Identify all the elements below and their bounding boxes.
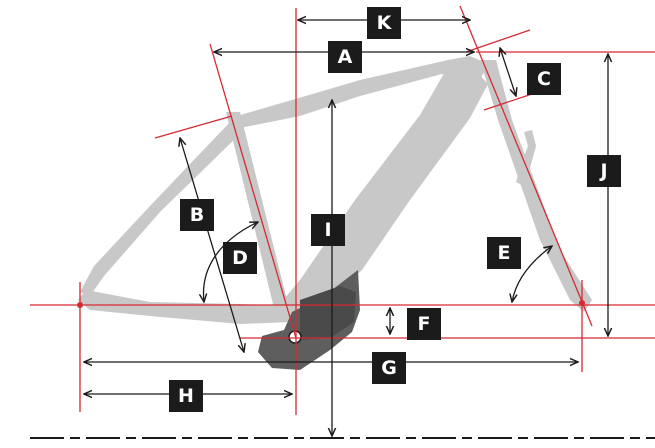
head-top-tick [465, 29, 531, 53]
svg-text:E: E [498, 242, 511, 264]
svg-text:C: C [537, 68, 551, 90]
svg-text:J: J [598, 160, 607, 182]
seat-stay [80, 120, 242, 296]
fork [480, 60, 592, 312]
dim-d [203, 222, 258, 302]
svg-text:B: B [190, 204, 204, 226]
seat-tube-axis [209, 43, 297, 339]
label-e: E [487, 237, 521, 269]
fork-brace [516, 130, 536, 186]
svg-text:I: I [324, 219, 331, 241]
label-c: C [527, 63, 561, 95]
label-f: F [407, 308, 441, 340]
label-h: H [169, 380, 203, 412]
label-j: J [587, 155, 621, 187]
label-b: B [180, 199, 214, 231]
svg-text:A: A [338, 46, 353, 68]
svg-text:K: K [377, 12, 393, 34]
svg-text:F: F [418, 313, 431, 335]
dim-e [512, 246, 552, 302]
top-tube [230, 56, 488, 128]
seat-top-line [154, 115, 233, 139]
label-g: G [372, 352, 406, 384]
dim-c [500, 48, 516, 96]
chain-stay [78, 290, 292, 324]
label-k: K [367, 7, 401, 39]
label-a: A [328, 41, 362, 73]
label-i: I [311, 214, 345, 246]
steerer-axis [459, 5, 593, 327]
dimension-arrows [84, 20, 608, 436]
svg-text:D: D [232, 247, 248, 269]
svg-text:G: G [381, 357, 397, 379]
bike-frame [77, 56, 592, 370]
label-d: D [223, 242, 257, 274]
svg-text:H: H [178, 385, 194, 407]
bottom-bracket [288, 330, 302, 344]
